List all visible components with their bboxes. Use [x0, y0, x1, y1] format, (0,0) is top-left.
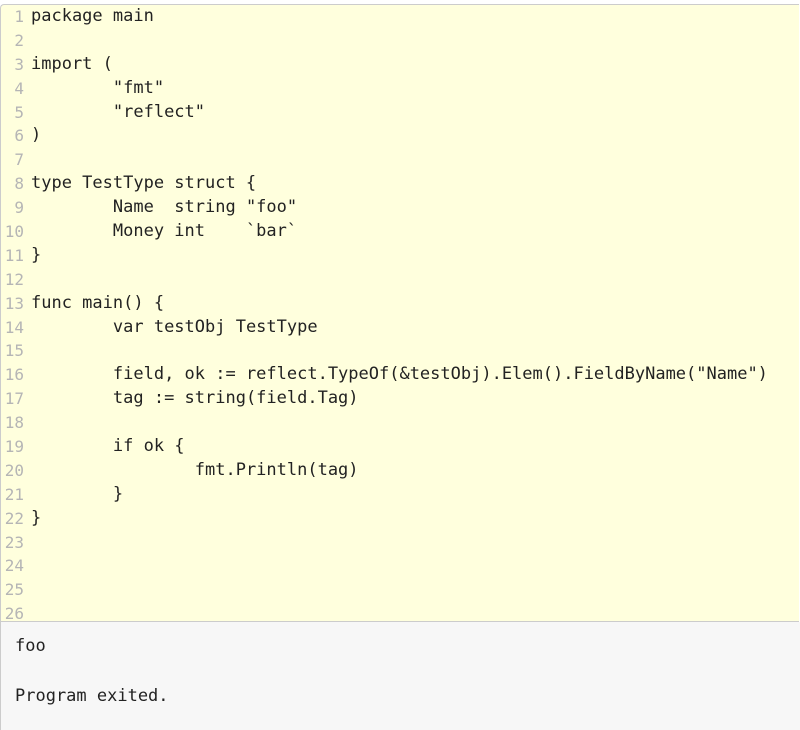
code-text[interactable]: Money int `bar` — [31, 221, 298, 242]
line-number: 25 — [4, 580, 24, 600]
line-number: 14 — [4, 317, 24, 337]
line-number: 19 — [4, 437, 24, 457]
code-text[interactable] — [24, 531, 31, 555]
code-line[interactable]: 17 tag := string(field.Tag) — [1, 387, 799, 411]
line-number: 6 — [14, 126, 24, 146]
code-text[interactable]: package main — [31, 6, 154, 26]
code-line[interactable]: 11} — [1, 244, 799, 268]
code-text[interactable] — [24, 411, 31, 435]
code-line[interactable]: 18 — [1, 411, 799, 435]
line-number: 26 — [4, 604, 24, 622]
code-line[interactable]: 14 var testObj TestType — [1, 316, 799, 340]
code-line[interactable]: 25 — [1, 578, 799, 602]
code-text[interactable] — [24, 602, 31, 621]
code-line[interactable]: 10 Money int `bar` — [1, 220, 799, 244]
output-line: Program exited. — [15, 686, 169, 706]
line-number: 2 — [14, 30, 24, 50]
code-text[interactable] — [24, 554, 31, 578]
code-text[interactable]: } — [31, 244, 42, 265]
code-line[interactable]: 20 fmt.Println(tag) — [1, 459, 799, 483]
code-text[interactable]: "fmt" — [31, 77, 165, 98]
code-text[interactable]: var testObj TestType — [31, 316, 318, 337]
code-text[interactable]: } — [31, 507, 42, 528]
code-text[interactable]: func main() { — [31, 292, 165, 313]
code-line[interactable]: 8 type TestType struct { — [1, 172, 799, 196]
code-line[interactable]: 4 "fmt" — [1, 77, 799, 101]
code-text[interactable] — [24, 268, 31, 292]
code-line[interactable]: 5 "reflect" — [1, 101, 799, 125]
code-text[interactable]: tag := string(field.Tag) — [31, 388, 359, 409]
code-text[interactable]: field, ok := reflect.TypeOf(&testObj).El… — [31, 364, 768, 385]
code-text[interactable]: Name string "foo" — [31, 197, 298, 218]
line-number: 17 — [4, 389, 24, 409]
code-text[interactable] — [24, 148, 31, 172]
code-text[interactable]: if ok { — [31, 436, 185, 457]
line-number: 22 — [4, 508, 24, 528]
line-number: 4 — [14, 78, 24, 98]
line-number: 13 — [4, 293, 24, 313]
code-text[interactable]: ) — [31, 125, 42, 146]
line-number: 21 — [4, 484, 24, 504]
code-line[interactable]: 2 — [1, 29, 799, 53]
code-text[interactable] — [24, 339, 31, 363]
code-line[interactable]: 7 — [1, 148, 799, 172]
code-line[interactable]: 19 if ok { — [1, 435, 799, 459]
code-line[interactable]: 9 Name string "foo" — [1, 196, 799, 220]
code-line[interactable]: 13 func main() { — [1, 292, 799, 316]
line-number: 8 — [14, 174, 24, 194]
code-line[interactable]: 15 — [1, 339, 799, 363]
line-number: 12 — [4, 269, 24, 289]
code-line[interactable]: 26 — [1, 602, 799, 622]
line-number: 1 — [14, 7, 24, 26]
line-number: 7 — [14, 150, 24, 170]
output-line — [15, 659, 800, 684]
line-number: 16 — [4, 365, 24, 385]
line-number: 20 — [4, 460, 24, 480]
line-number: 15 — [4, 341, 24, 361]
code-text[interactable]: } — [31, 483, 124, 504]
line-number: 9 — [14, 198, 24, 218]
code-line[interactable]: 23 — [1, 531, 799, 555]
line-number: 24 — [4, 556, 24, 576]
code-line[interactable]: 21 } — [1, 483, 799, 507]
output-line: foo — [15, 636, 46, 656]
line-number: 18 — [4, 413, 24, 433]
code-text[interactable]: type TestType struct { — [31, 173, 257, 194]
code-line[interactable]: 16 field, ok := reflect.TypeOf(&testObj)… — [1, 363, 799, 387]
code-text[interactable] — [24, 29, 31, 53]
code-line[interactable]: 1 package main — [1, 5, 799, 29]
code-line[interactable]: 6) — [1, 124, 799, 148]
line-number: 10 — [4, 222, 24, 242]
code-line[interactable]: 24 — [1, 554, 799, 578]
line-number: 11 — [4, 245, 24, 265]
code-line[interactable]: 22} — [1, 507, 799, 531]
line-number: 5 — [14, 102, 24, 122]
line-number: 3 — [14, 54, 24, 74]
line-number: 23 — [4, 532, 24, 552]
code-text[interactable]: fmt.Println(tag) — [31, 459, 359, 480]
code-text[interactable] — [24, 578, 31, 602]
code-text[interactable]: import ( — [31, 53, 113, 74]
code-line[interactable]: 12 — [1, 268, 799, 292]
code-text[interactable]: "reflect" — [31, 101, 206, 122]
code-line[interactable]: 3 import ( — [1, 53, 799, 77]
